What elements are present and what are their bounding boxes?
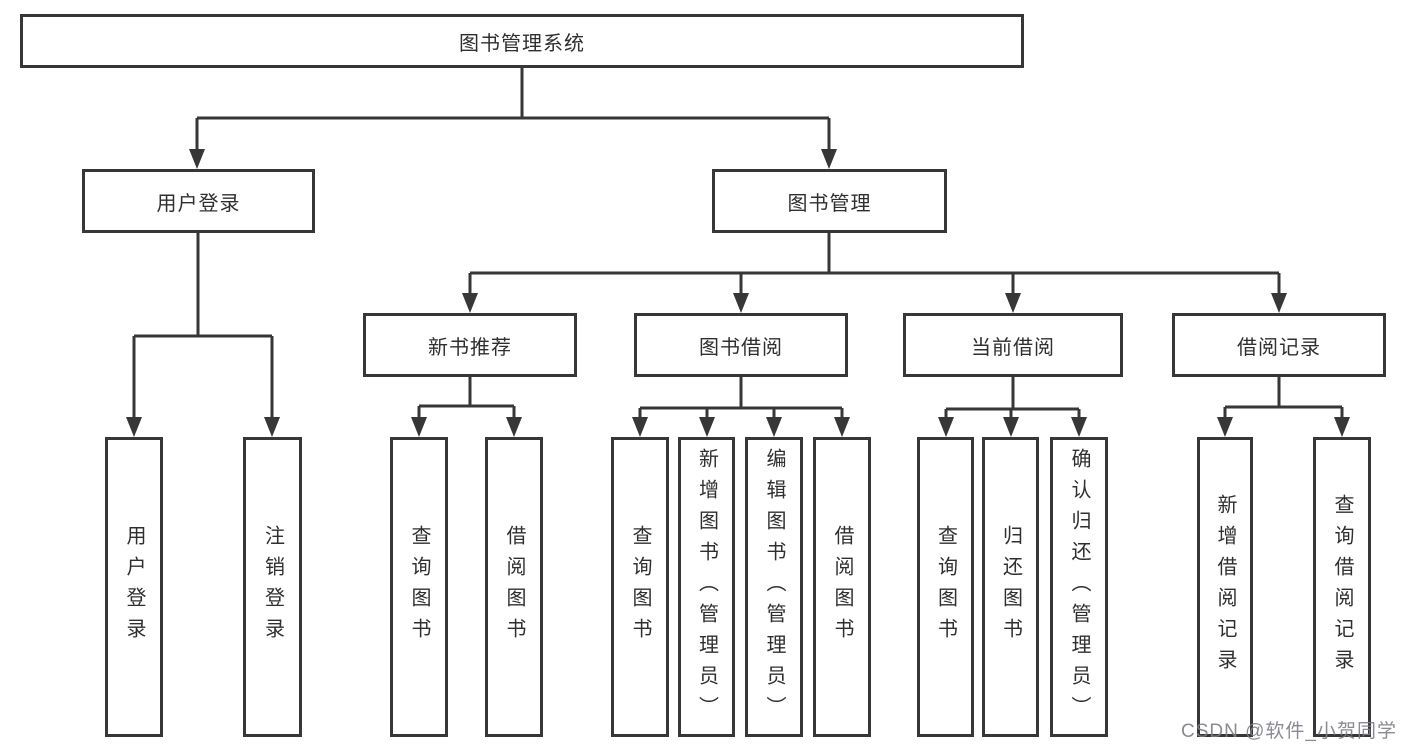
arrow-head — [834, 417, 850, 437]
node-current-borrow-label: 当前借阅 — [971, 336, 1055, 359]
connector-root — [195, 68, 831, 151]
leaf-user-login-label: 用户登录 — [123, 525, 145, 649]
leaf-query-books-borrow-label: 查询图书 — [629, 525, 651, 649]
leaf-query-borrow-record: 查询借阅记录 — [1313, 437, 1371, 737]
leaf-query-books-recommend: 查询图书 — [390, 437, 448, 737]
connector-book-borrow — [638, 377, 844, 419]
leaf-query-books-current: 查询图书 — [917, 437, 974, 737]
node-borrow-records-label: 借阅记录 — [1237, 336, 1321, 359]
arrow-head — [938, 417, 954, 437]
leaf-borrow-books-recommend: 借阅图书 — [485, 437, 543, 737]
leaf-query-books-current-label: 查询图书 — [934, 525, 957, 649]
leaf-add-books-admin: 新增图书（管理员） — [678, 437, 735, 737]
connector-paths — [132, 68, 1344, 419]
leaf-borrow-books: 借阅图书 — [813, 437, 871, 737]
arrow-head — [1334, 417, 1350, 437]
arrow-head — [462, 293, 478, 313]
arrow-head — [1271, 293, 1287, 313]
node-book-borrow: 图书借阅 — [634, 313, 848, 377]
watermark: CSDN @软件_小贺同学 — [1181, 721, 1397, 742]
arrow-head — [632, 417, 648, 437]
arrow-head — [411, 417, 427, 437]
node-user-login-label: 用户登录 — [156, 192, 241, 215]
leaf-return-books-label: 归还图书 — [999, 525, 1022, 649]
connector-book-management — [468, 233, 1281, 295]
leaf-logout-login: 注销登录 — [243, 437, 302, 737]
connector-user-login — [132, 233, 274, 419]
leaf-query-books-recommend-label: 查询图书 — [408, 525, 430, 649]
arrow-head — [699, 417, 715, 437]
connector-borrow-records — [1223, 377, 1344, 419]
node-book-borrow-label: 图书借阅 — [699, 336, 783, 359]
leaf-add-borrow-record-label: 新增借阅记录 — [1214, 494, 1236, 680]
leaf-query-borrow-record-label: 查询借阅记录 — [1331, 494, 1353, 680]
node-book-management: 图书管理 — [712, 169, 947, 233]
node-current-borrow: 当前借阅 — [903, 313, 1123, 377]
arrow-head — [264, 417, 280, 437]
leaf-borrow-books-recommend-label: 借阅图书 — [503, 525, 525, 649]
node-root-label: 图书管理系统 — [459, 32, 585, 55]
leaf-user-login: 用户登录 — [105, 437, 163, 737]
leaf-borrow-books-label: 借阅图书 — [831, 525, 853, 649]
node-new-book-recommend: 新书推荐 — [363, 313, 577, 377]
arrow-head — [821, 149, 837, 169]
arrow-head — [1005, 293, 1021, 313]
node-root: 图书管理系统 — [20, 14, 1024, 68]
leaf-logout-login-label: 注销登录 — [261, 525, 284, 649]
leaf-edit-books-admin-label: 编辑图书（管理员） — [763, 447, 785, 727]
leaf-edit-books-admin: 编辑图书（管理员） — [745, 437, 803, 737]
leaf-query-books-borrow: 查询图书 — [611, 437, 669, 737]
node-book-management-label: 图书管理 — [787, 192, 872, 215]
arrow-head — [733, 293, 749, 313]
arrow-head — [1003, 417, 1019, 437]
node-user-login: 用户登录 — [82, 169, 315, 233]
connector-new-book-recommend — [417, 377, 516, 419]
connector-current-borrow — [944, 377, 1081, 419]
arrow-head — [189, 149, 205, 169]
leaf-confirm-return-admin-label: 确认归还（管理员） — [1068, 447, 1090, 727]
arrow-head — [506, 417, 522, 437]
leaf-return-books: 归还图书 — [982, 437, 1039, 737]
node-new-book-recommend-label: 新书推荐 — [428, 336, 512, 359]
arrow-heads — [126, 149, 1350, 437]
arrow-head — [126, 417, 142, 437]
arrow-head — [1217, 417, 1233, 437]
leaf-confirm-return-admin: 确认归还（管理员） — [1050, 437, 1108, 737]
leaf-add-borrow-record: 新增借阅记录 — [1197, 437, 1253, 737]
arrow-head — [1071, 417, 1087, 437]
node-borrow-records: 借阅记录 — [1172, 313, 1386, 377]
leaf-add-books-admin-label: 新增图书（管理员） — [695, 447, 718, 727]
arrow-head — [766, 417, 782, 437]
